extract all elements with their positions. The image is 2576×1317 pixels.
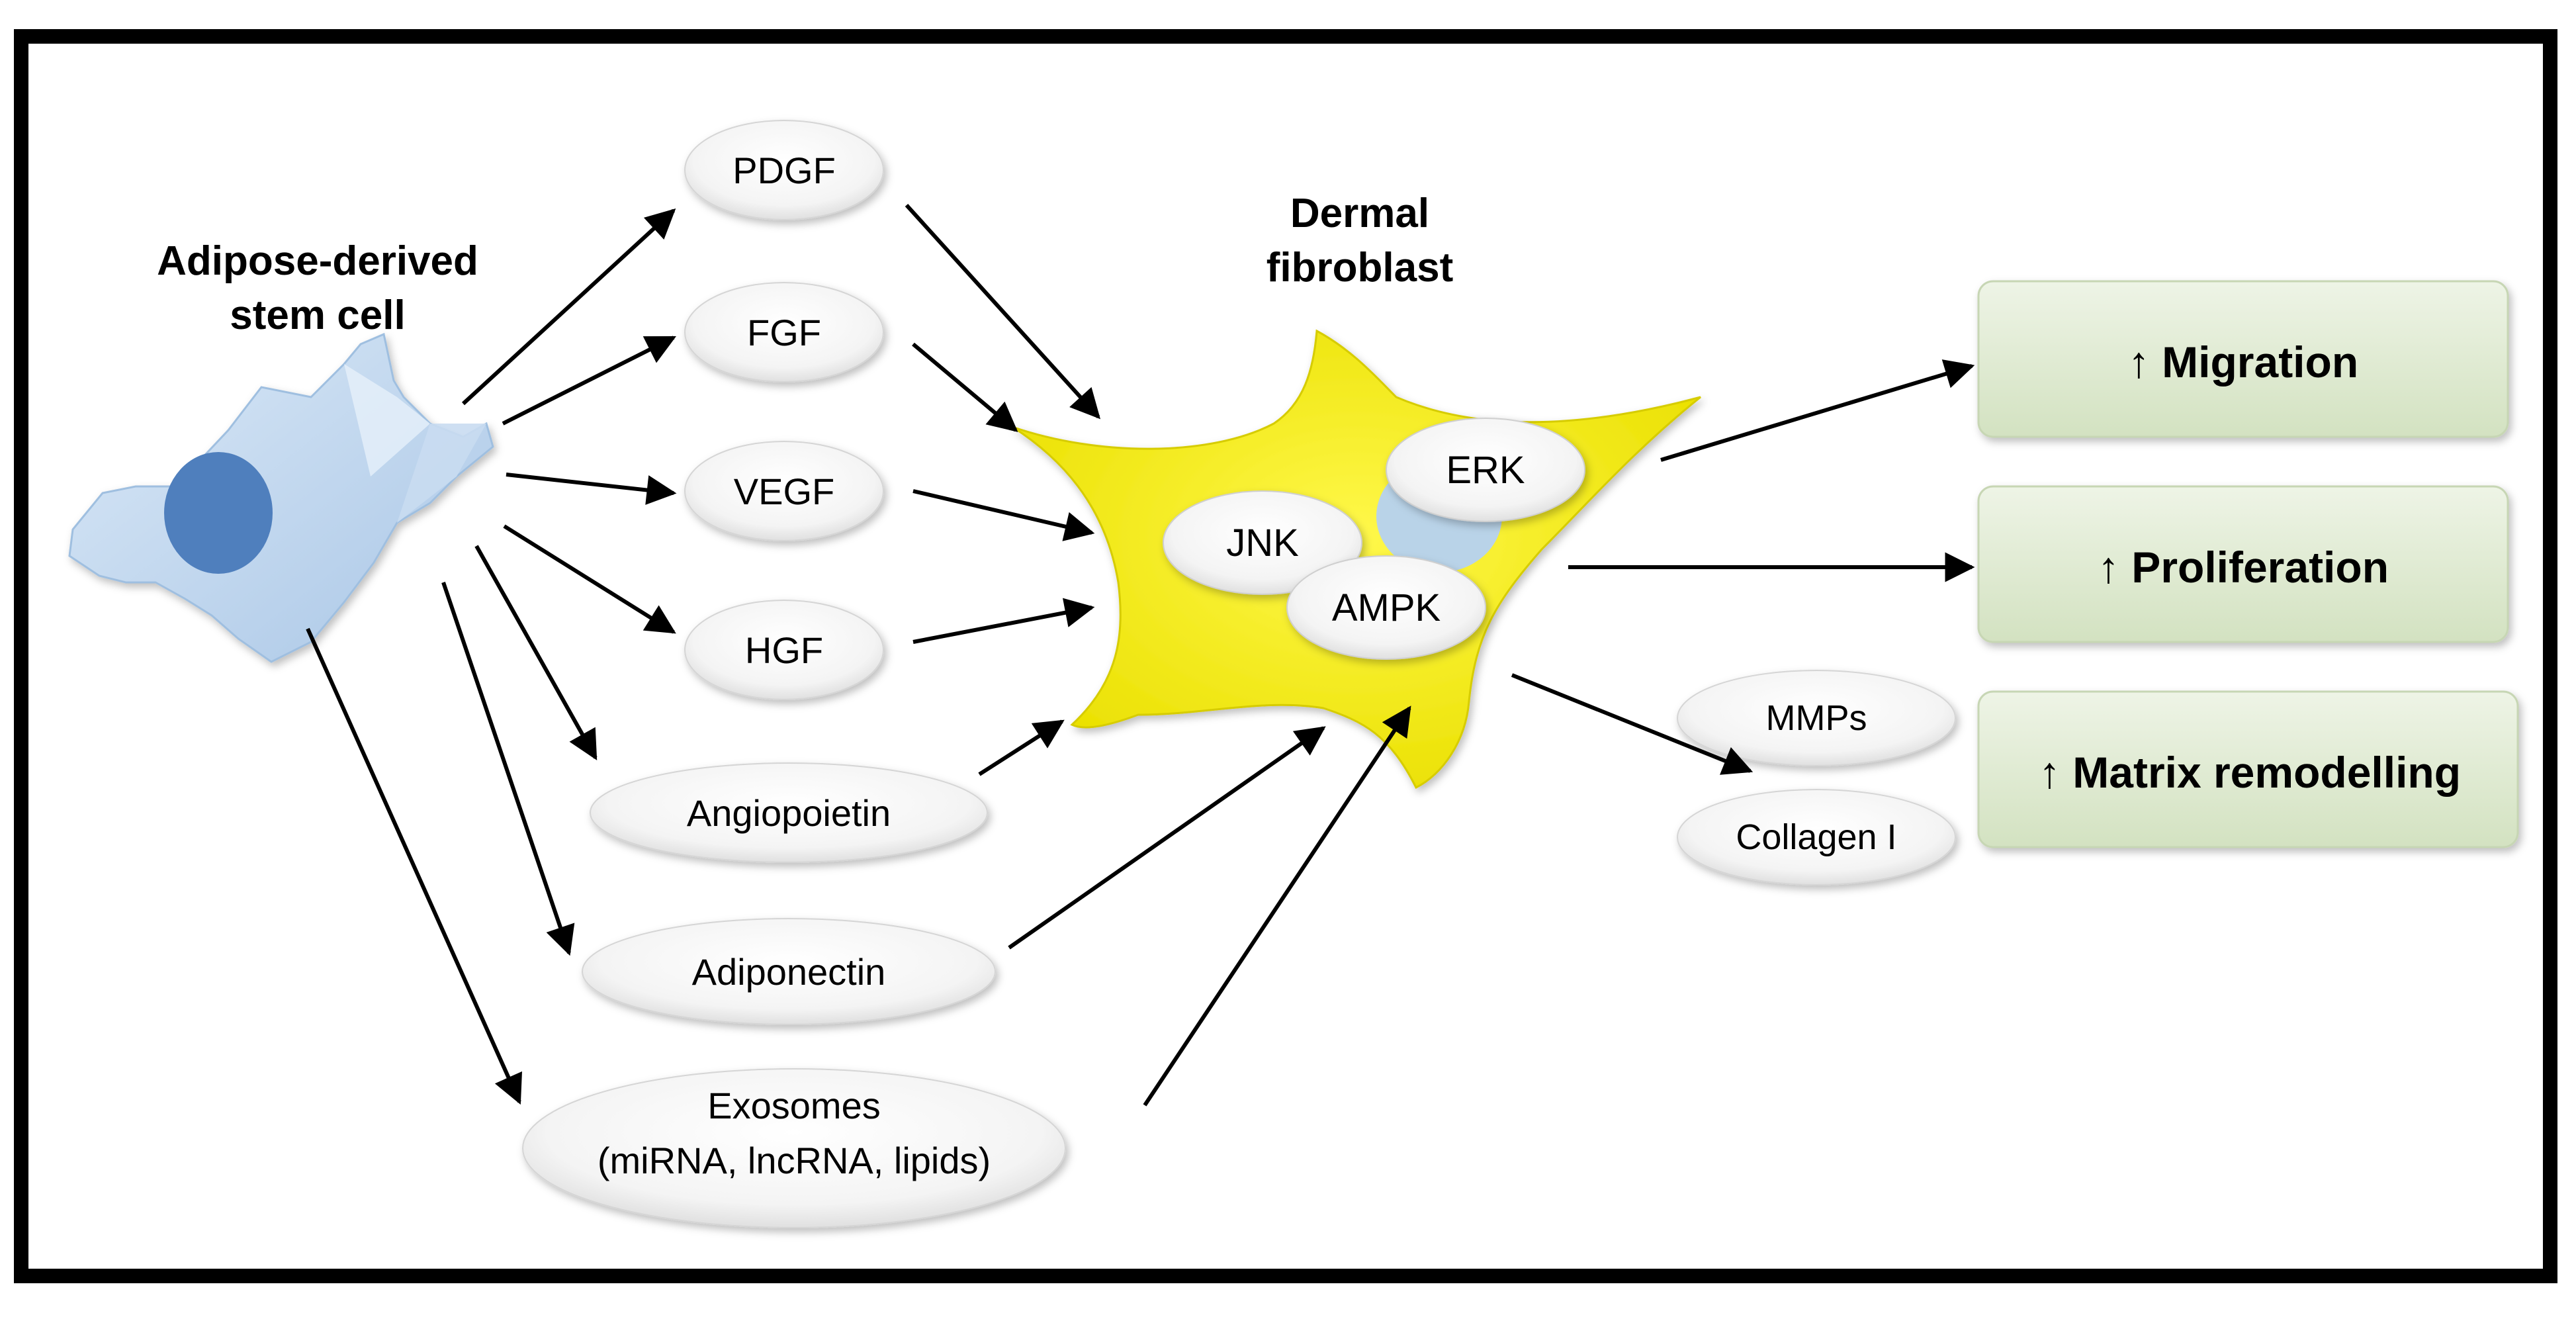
adipose-stem-cell	[68, 332, 494, 663]
outcome-label: ↑ Proliferation	[2098, 543, 2389, 592]
arrow-adiponectin-to-fibroblast	[1008, 726, 1326, 950]
outcome-proliferation: ↑ Proliferation	[1977, 485, 2509, 643]
marker-label: Collagen I	[1736, 817, 1896, 857]
arrow-stem-to-pdgf	[461, 208, 676, 406]
marker-oval	[1677, 670, 1956, 766]
stem-cell-facet	[344, 364, 430, 477]
factor-hgf: HGF	[684, 600, 884, 700]
arrow-stem-to-fgf	[502, 336, 677, 426]
marker-mmps: MMPs	[1677, 670, 1956, 766]
factor-oval	[582, 918, 996, 1025]
factor-label: VEGF	[734, 471, 834, 512]
factor-label: Exosomes	[707, 1085, 880, 1126]
pathway-oval	[1286, 555, 1486, 660]
factor-label: PDGF	[733, 150, 836, 191]
factor-oval	[684, 600, 884, 700]
outcome-matrix-remodelling: ↑ Matrix remodelling	[1977, 690, 2519, 848]
marker-collagen: Collagen I	[1677, 789, 1956, 886]
arrow-stem-to-hgf	[503, 524, 676, 634]
factor-oval	[590, 762, 988, 863]
pathway-jnk: JNK	[1163, 490, 1362, 595]
arrow-stem-to-angiopoietin	[474, 545, 598, 760]
factor-adiponectin: Adiponectin	[582, 918, 996, 1025]
factor-pdgf: PDGF	[684, 120, 884, 220]
factor-oval	[684, 282, 884, 383]
outcome-migration: ↑ Migration	[1977, 280, 2509, 438]
outcome-box	[1977, 485, 2509, 643]
stem-cell-label: Adipose-derived	[157, 238, 478, 284]
fibroblast-label: Dermal	[1290, 191, 1429, 236]
pathway-label: AMPK	[1332, 586, 1441, 629]
arrow-vegf-to-fibroblast	[912, 489, 1095, 541]
arrow-hgf-to-fibroblast	[912, 598, 1095, 644]
factor-oval	[684, 441, 884, 541]
factor-label: Adiponectin	[692, 951, 886, 993]
arrow-fibroblast-to-migration	[1660, 359, 1975, 462]
arrow-pdgf-to-fibroblast	[905, 203, 1101, 420]
arrow-fgf-to-fibroblast	[912, 342, 1018, 432]
outcome-label: ↑ Migration	[2128, 338, 2358, 386]
marker-label: MMPs	[1766, 698, 1867, 738]
arrows	[306, 203, 1975, 1107]
outcome-box	[1977, 280, 2509, 438]
stem-cell-label: stem cell	[230, 293, 405, 338]
arrow-exosomes-to-fibroblast	[1143, 705, 1411, 1107]
outcome-box	[1977, 690, 2519, 848]
factor-fgf: FGF	[684, 282, 884, 383]
pathway-oval	[1163, 490, 1362, 595]
arrow-stem-to-vegf	[506, 473, 677, 505]
pathway-ampk: AMPK	[1286, 555, 1486, 660]
factor-oval	[522, 1068, 1066, 1228]
arrow-stem-to-exosomes	[306, 627, 522, 1105]
stem-cell-facet	[397, 424, 486, 523]
fibroblast-label: fibroblast	[1266, 245, 1453, 291]
pathway-label: JNK	[1226, 522, 1299, 565]
factor-label: (miRNA, lncRNA, lipids)	[598, 1140, 991, 1181]
factor-label: Angiopoietin	[687, 792, 891, 834]
pathway-erk: ERK	[1386, 418, 1585, 522]
marker-oval	[1677, 789, 1956, 886]
factor-label: FGF	[747, 312, 821, 353]
stem-cell-nucleus	[164, 452, 273, 574]
arrow-stem-to-adiponectin	[441, 582, 575, 956]
factor-label: HGF	[745, 629, 823, 671]
factor-oval	[684, 120, 884, 220]
arrow-fibroblast-to-matrix	[1511, 673, 1754, 775]
pathway-label: ERK	[1446, 449, 1525, 492]
factor-angiopoietin: Angiopoietin	[590, 762, 988, 863]
pathway-oval	[1386, 418, 1585, 522]
arrow-angiopoietin-to-fibroblast	[978, 719, 1065, 776]
outcome-label: ↑ Matrix remodelling	[2039, 748, 2461, 797]
factor-vegf: VEGF	[684, 441, 884, 541]
factor-exosomes: Exosomes (miRNA, lncRNA, lipids)	[522, 1068, 1066, 1228]
